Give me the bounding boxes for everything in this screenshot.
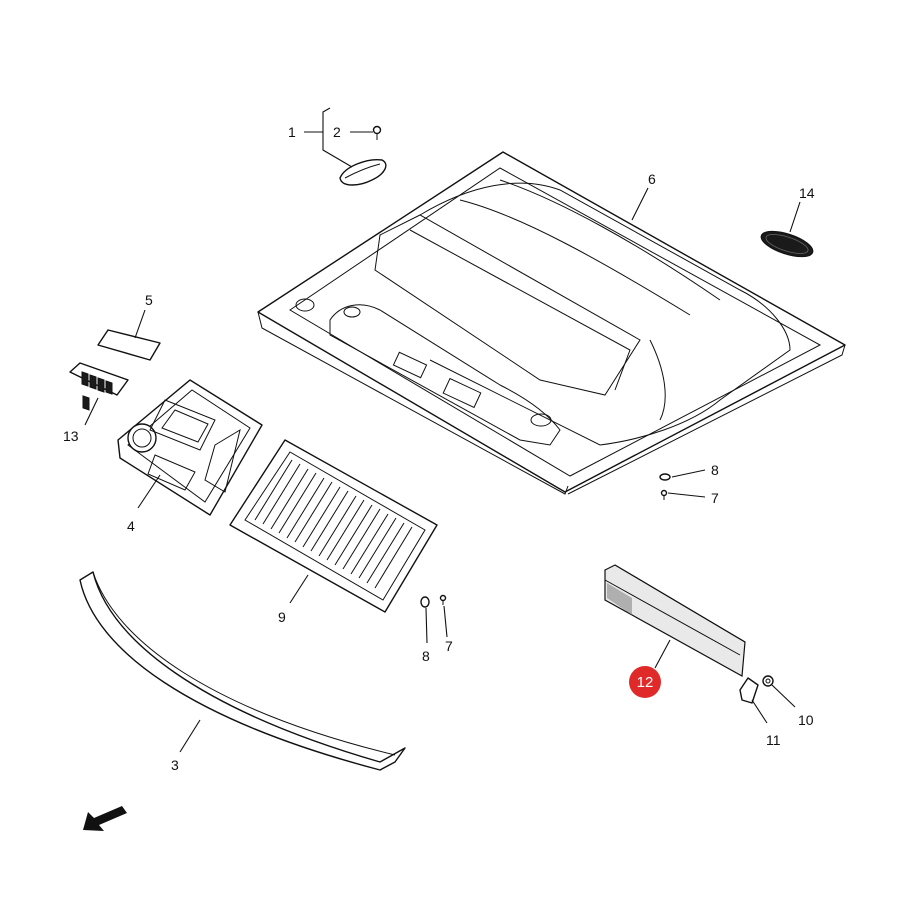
callout-9: 9 bbox=[278, 609, 286, 625]
part-13-vent-grille bbox=[69, 362, 129, 411]
front-direction-arrow-icon bbox=[83, 806, 127, 831]
part-14-oval-grille bbox=[760, 230, 814, 258]
part-10-nut bbox=[762, 675, 774, 687]
leader-lines bbox=[84, 107, 801, 753]
callout-11: 11 bbox=[766, 732, 781, 748]
callout-1: 1 bbox=[288, 124, 296, 140]
part-9-ribbed-cover bbox=[229, 439, 438, 613]
callouts: 1 2 6 14 5 13 4 8 7 9 8 7 10 11 3 12 bbox=[63, 124, 815, 773]
part-4-bracket bbox=[117, 379, 263, 516]
part-8-washer-a bbox=[659, 473, 671, 481]
callout-7a: 7 bbox=[711, 490, 719, 506]
part-6-rear-panel bbox=[257, 151, 846, 495]
callout-12: 12 bbox=[637, 674, 654, 691]
callout-2: 2 bbox=[333, 124, 341, 140]
part-1-lamp bbox=[339, 159, 387, 186]
callout-12-highlight: 12 bbox=[629, 666, 661, 698]
callout-3: 3 bbox=[171, 757, 179, 773]
callout-5: 5 bbox=[145, 292, 153, 308]
part-8-washer-b bbox=[420, 596, 430, 608]
part-3-parcel-shelf bbox=[79, 571, 406, 771]
callout-8a: 8 bbox=[711, 462, 719, 478]
part-12-speaker-box bbox=[604, 564, 746, 677]
callout-14: 14 bbox=[799, 185, 815, 201]
callout-7b: 7 bbox=[445, 638, 453, 654]
part-5-pad bbox=[97, 329, 161, 361]
callout-6: 6 bbox=[648, 171, 656, 187]
part-7-screw-a bbox=[660, 489, 668, 500]
part-7-screw-b bbox=[439, 594, 447, 605]
callout-4: 4 bbox=[127, 518, 135, 534]
part-2-screw bbox=[372, 125, 382, 140]
part-11-clip bbox=[739, 677, 759, 704]
callout-10: 10 bbox=[798, 712, 814, 728]
callout-12-badge bbox=[629, 666, 661, 698]
callout-8b: 8 bbox=[422, 648, 430, 664]
callout-13: 13 bbox=[63, 428, 79, 444]
